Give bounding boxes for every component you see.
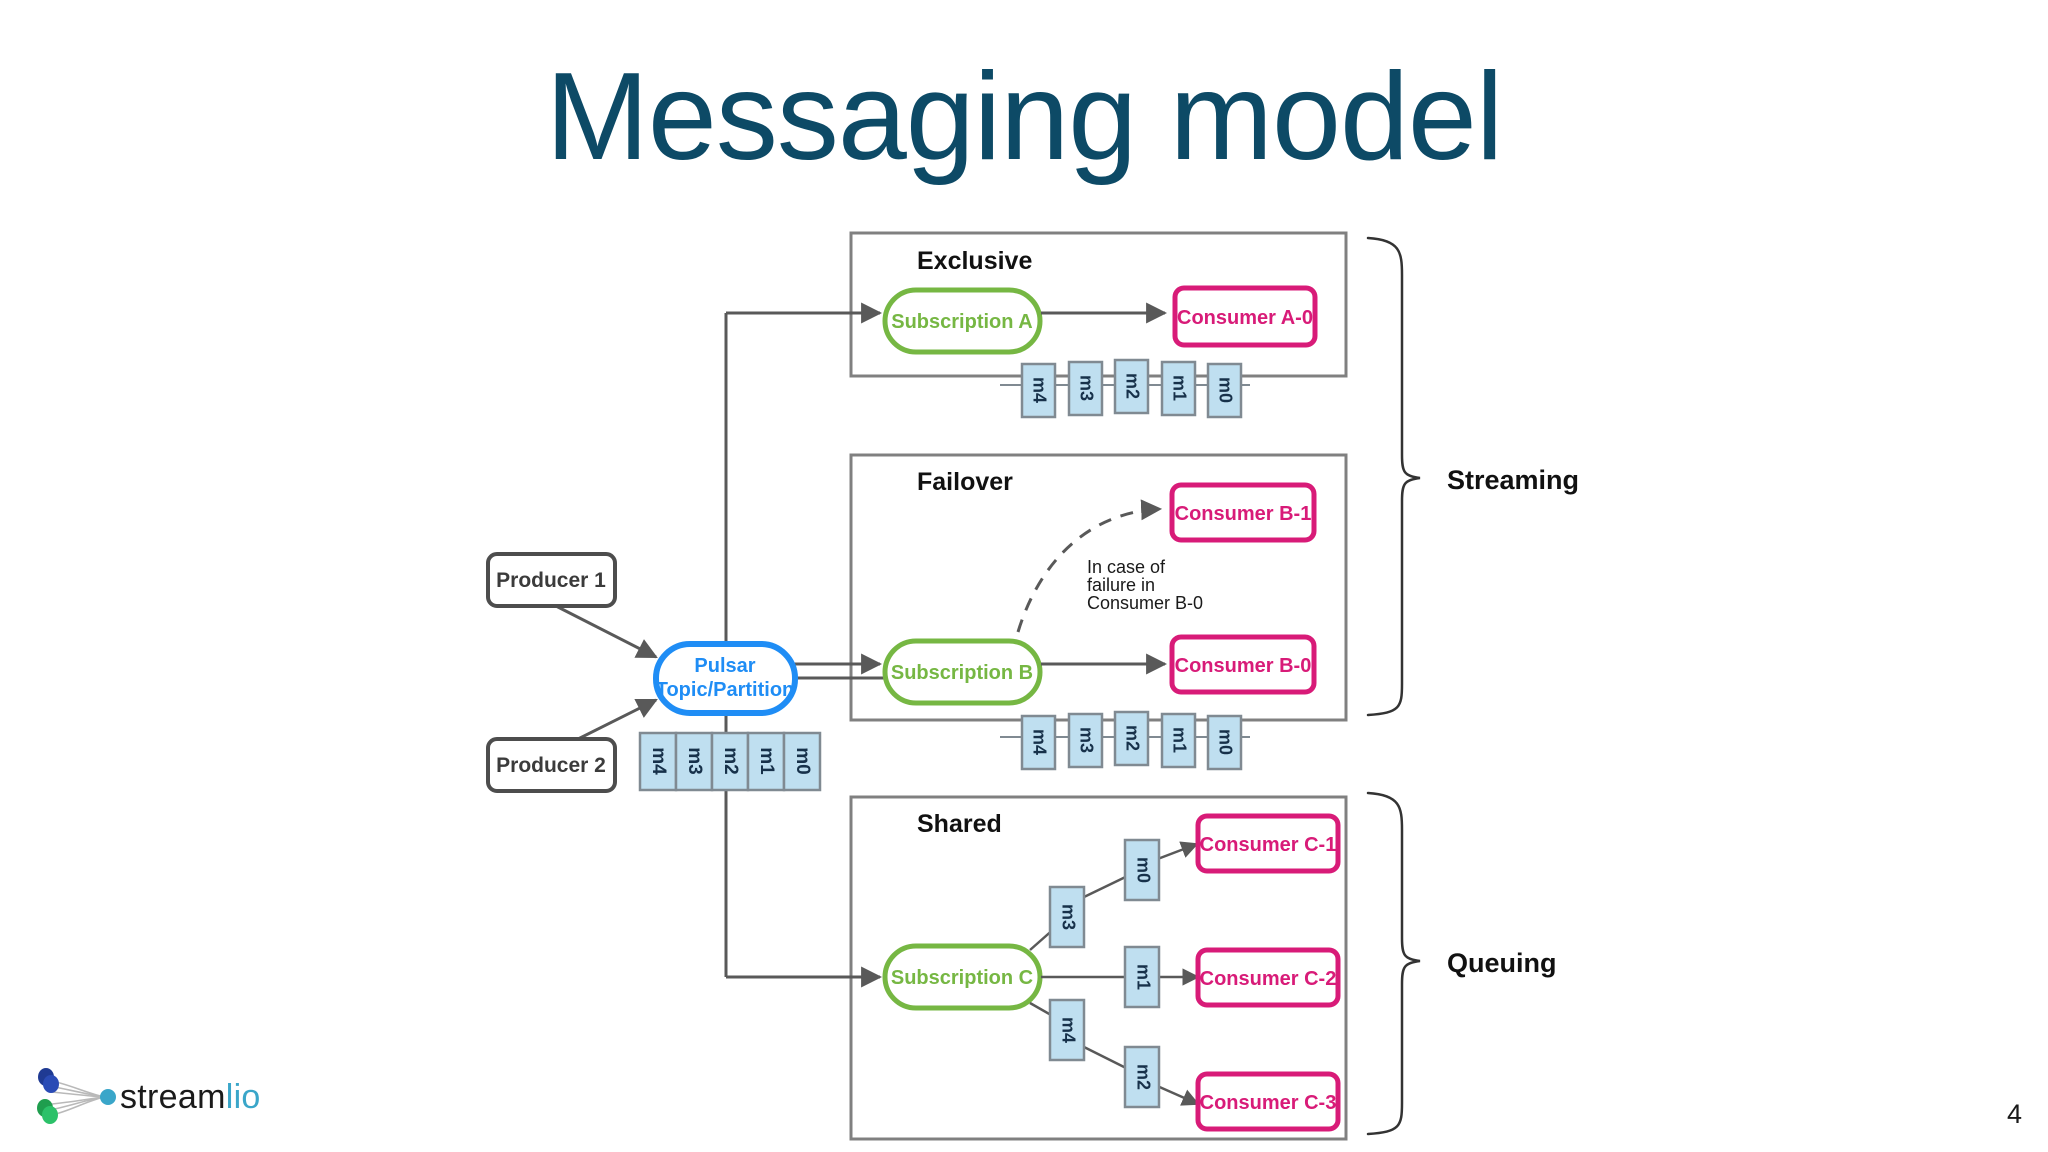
- topic-queue-cell[interactable]: m2: [710, 731, 750, 792]
- shared-message-m2[interactable]: m2: [1123, 1045, 1161, 1109]
- exclusive-queue-cell[interactable]: m0: [1206, 362, 1243, 419]
- subscription-c-label: Subscription C: [891, 967, 1033, 989]
- topic-queue-cell[interactable]: m4: [638, 731, 678, 792]
- topic-queue-cell-label: m1: [756, 747, 777, 775]
- exclusive-queue: m4 m3 m2 m1 m0: [1000, 358, 1250, 419]
- failover-queue-cell-label: m0: [1215, 729, 1235, 755]
- failover-note-line1: In case of: [1087, 557, 1166, 577]
- consumer-b-0-label: Consumer B-0: [1175, 655, 1312, 677]
- shared-message-m0[interactable]: m0: [1123, 838, 1161, 902]
- subscription-a-node[interactable]: Subscription A: [882, 287, 1043, 355]
- connector-m0-to-consumer-c1: [1154, 841, 1199, 862]
- logo-wordmark: streamlio: [120, 1078, 261, 1117]
- topic-queue-cell-label: m4: [648, 747, 669, 775]
- connector-producer1-to-topic: [551, 602, 658, 659]
- topic-queue-cell-label: m0: [792, 747, 813, 774]
- failover-queue-cell[interactable]: m0: [1206, 714, 1243, 771]
- consumer-c-3-node[interactable]: Consumer C-3: [1195, 1071, 1341, 1132]
- failover-queue-cell-label: m1: [1169, 727, 1189, 753]
- logo-dot-cyan: [100, 1089, 116, 1105]
- subscription-c-node[interactable]: Subscription C: [882, 943, 1043, 1011]
- consumer-c-2-label: Consumer C-2: [1200, 968, 1337, 990]
- consumer-b-0-node[interactable]: Consumer B-0: [1169, 634, 1317, 695]
- brace-label-queuing: Queuing: [1447, 948, 1557, 978]
- producer-1-label: Producer 1: [496, 569, 606, 592]
- shared-message-m1-label: m1: [1133, 964, 1153, 990]
- brace-label-streaming: Streaming: [1447, 465, 1579, 495]
- logo-dot-green: [42, 1106, 58, 1124]
- logo-dot-blue: [43, 1075, 59, 1093]
- exclusive-queue-cell[interactable]: m4: [1020, 362, 1057, 419]
- pulsar-topic-node[interactable]: Pulsar Topic/Partition: [653, 641, 798, 716]
- shared-message-m3-label: m3: [1058, 904, 1078, 930]
- failover-note-line3: Consumer B-0: [1087, 593, 1203, 613]
- failover-queue-cell-label: m4: [1029, 729, 1049, 755]
- shared-message-m1[interactable]: m1: [1123, 945, 1161, 1009]
- failover-queue-cell-label: m2: [1122, 725, 1142, 751]
- consumer-a-0-label: Consumer A-0: [1177, 307, 1313, 329]
- page-title: Messaging model: [545, 48, 1504, 186]
- shared-message-m4-label: m4: [1058, 1017, 1078, 1043]
- producer-2-node[interactable]: Producer 2: [486, 737, 617, 793]
- consumer-a-0-node[interactable]: Consumer A-0: [1172, 285, 1318, 348]
- subscription-a-label: Subscription A: [891, 311, 1032, 333]
- exclusive-queue-cell-label: m1: [1169, 375, 1189, 401]
- shared-message-m0-label: m0: [1133, 857, 1153, 883]
- consumer-b-1-label: Consumer B-1: [1175, 503, 1312, 525]
- logo-wordmark-accent: lio: [225, 1078, 261, 1116]
- consumer-c-1-node[interactable]: Consumer C-1: [1195, 813, 1341, 874]
- failover-queue-cell[interactable]: m1: [1160, 712, 1197, 769]
- streamlio-logo: streamlio: [24, 1064, 260, 1130]
- failover-queue-cell-label: m3: [1076, 727, 1096, 753]
- topic-queue-cell-label: m3: [684, 747, 705, 774]
- exclusive-queue-cell[interactable]: m2: [1113, 358, 1150, 415]
- producer-2-label: Producer 2: [496, 754, 606, 777]
- failover-queue-cell[interactable]: m2: [1113, 710, 1150, 767]
- pulsar-topic-line2: Topic/Partition: [656, 679, 795, 701]
- exclusive-queue-cell-label: m2: [1122, 373, 1142, 399]
- section-title-exclusive: Exclusive: [917, 247, 1032, 275]
- consumer-c-3-label: Consumer C-3: [1200, 1092, 1337, 1114]
- exclusive-queue-cell-label: m4: [1029, 377, 1049, 403]
- producer-1-node[interactable]: Producer 1: [486, 552, 617, 608]
- failover-queue-cell[interactable]: m3: [1067, 712, 1104, 769]
- pulsar-topic-line1: Pulsar: [694, 655, 755, 677]
- consumer-c-1-label: Consumer C-1: [1200, 834, 1337, 856]
- exclusive-queue-cell-label: m0: [1215, 377, 1235, 403]
- logo-wordmark-dark: stream: [120, 1078, 226, 1116]
- subscription-b-node[interactable]: Subscription B: [882, 638, 1043, 706]
- topic-queue: m4 m3 m2 m1 m0: [638, 731, 822, 792]
- shared-message-m3[interactable]: m3: [1048, 885, 1086, 949]
- topic-queue-cell-label: m2: [720, 747, 741, 774]
- section-title-failover: Failover: [917, 468, 1013, 496]
- connector-subb-to-consumer-b1-dashed: [1016, 499, 1163, 633]
- topic-queue-cell[interactable]: m1: [746, 731, 786, 792]
- exclusive-queue-cell[interactable]: m3: [1067, 360, 1104, 417]
- failover-queue: m4 m3 m2 m1 m0: [1000, 710, 1250, 771]
- brace-queuing: [1366, 791, 1421, 1136]
- failover-note-line2: failure in: [1087, 575, 1155, 595]
- consumer-b-1-node[interactable]: Consumer B-1: [1169, 482, 1317, 543]
- streamlio-logo-mark: [37, 1068, 116, 1124]
- shared-message-m2-label: m2: [1133, 1064, 1153, 1090]
- connector-m2-to-consumer-c3: [1154, 1083, 1200, 1106]
- shared-message-m4[interactable]: m4: [1048, 998, 1086, 1062]
- exclusive-queue-cell-label: m3: [1076, 375, 1096, 401]
- failover-queue-cell[interactable]: m4: [1020, 714, 1057, 771]
- page-number: 4: [2006, 1099, 2022, 1129]
- section-title-shared: Shared: [917, 810, 1002, 838]
- topic-queue-cell[interactable]: m3: [674, 731, 714, 792]
- subscription-b-label: Subscription B: [891, 662, 1033, 684]
- brace-streaming: [1366, 236, 1421, 717]
- exclusive-queue-cell[interactable]: m1: [1160, 360, 1197, 417]
- consumer-c-2-node[interactable]: Consumer C-2: [1195, 947, 1341, 1008]
- topic-queue-cell[interactable]: m0: [782, 731, 822, 792]
